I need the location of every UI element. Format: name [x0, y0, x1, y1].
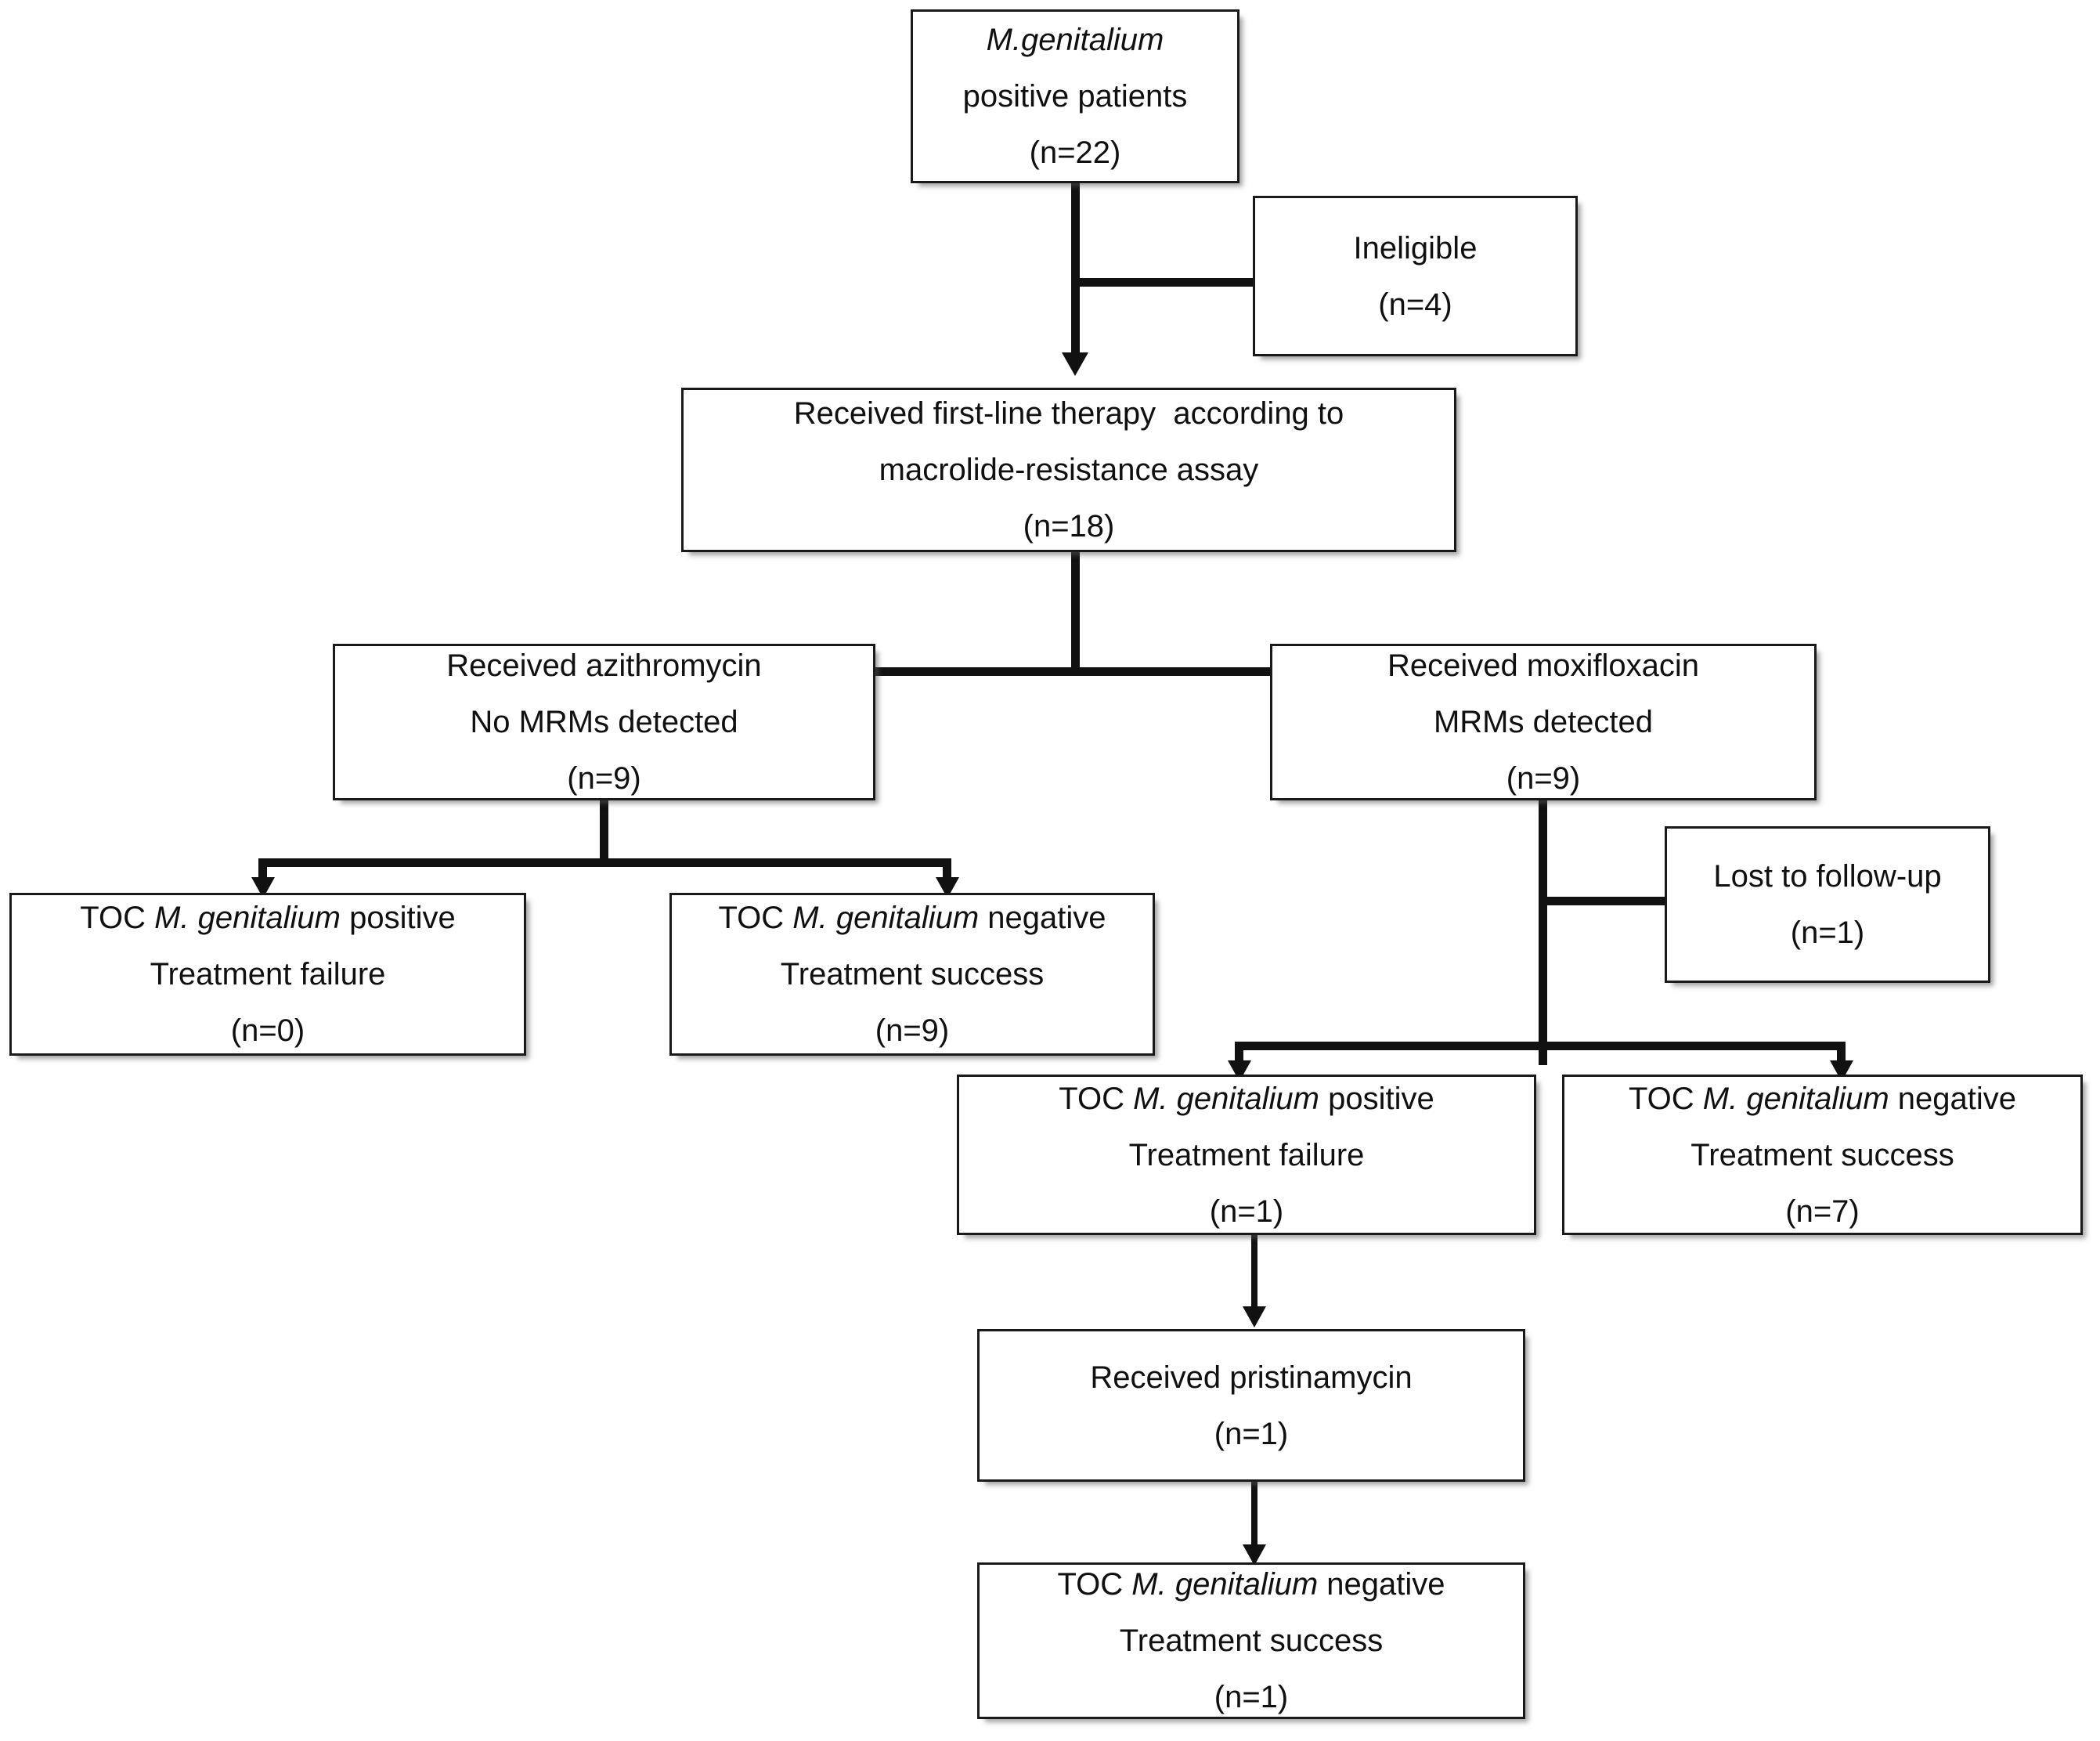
- node-lost-line2: (n=1): [1790, 916, 1865, 950]
- toc-suffix: negative: [1318, 1567, 1445, 1602]
- toc-prefix: TOC: [1057, 1567, 1132, 1602]
- connector-azithromycin-left-drop: [258, 858, 267, 885]
- connector-pristinamycin-to-final: [1251, 1480, 1257, 1559]
- connector-azithromycin-right-drop: [943, 858, 951, 885]
- node-moxi-toc-positive-line2: Treatment failure: [1128, 1137, 1365, 1172]
- node-azi-toc-negative-line2: Treatment success: [780, 957, 1045, 992]
- node-ineligible[interactable]: Ineligible (n=4): [1253, 196, 1578, 356]
- node-final-toc-negative[interactable]: TOC M. genitalium negative Treatment suc…: [977, 1562, 1525, 1719]
- node-moxifloxacin-line2: MRMs detected: [1433, 705, 1654, 739]
- node-ineligible-line2: (n=4): [1378, 287, 1452, 322]
- node-moxi-toc-negative-line3: (n=7): [1785, 1194, 1860, 1229]
- node-final-toc-line2: Treatment success: [1119, 1624, 1384, 1658]
- connector-azithromycin-split-bar: [258, 858, 951, 867]
- node-source-line2: positive patients: [962, 79, 1188, 114]
- node-source-patients[interactable]: M.genitalium positive patients (n=22): [911, 9, 1239, 183]
- connector-moxifloxacin-right-drop: [1837, 1042, 1846, 1068]
- species-italic: M. genitalium: [1702, 1081, 1889, 1116]
- node-received-azithromycin[interactable]: Received azithromycin No MRMs detected (…: [333, 644, 875, 800]
- node-azithromycin-line3: (n=9): [567, 761, 641, 796]
- species-italic: M. genitalium: [1131, 1567, 1319, 1602]
- node-ineligible-line1: Ineligible: [1353, 230, 1478, 265]
- node-azi-toc-positive-line3: (n=0): [230, 1013, 305, 1048]
- node-first-line-therapy[interactable]: Received first-line therapy according to…: [681, 388, 1456, 552]
- arrowhead-to-final-toc: [1243, 1544, 1266, 1566]
- node-firstline-line2: macrolide-resistance assay: [879, 453, 1259, 487]
- node-source-line1: M.genitalium: [986, 23, 1164, 57]
- connector-moxitoc-to-pristinamycin: [1251, 1233, 1257, 1319]
- node-moxifloxacin-line1: Received moxifloxacin: [1387, 648, 1699, 683]
- node-source-line3: (n=22): [1029, 135, 1121, 170]
- node-azi-toc-positive-line1: TOC M. genitalium positive: [4, 890, 532, 946]
- connector-moxifloxacin-split-bar: [1235, 1042, 1846, 1050]
- node-pristinamycin-line2: (n=1): [1214, 1416, 1289, 1451]
- toc-prefix: TOC: [1628, 1081, 1703, 1116]
- arrowhead-to-pristinamycin: [1243, 1306, 1266, 1327]
- arrowhead-to-first-line: [1062, 352, 1088, 376]
- node-pristinamycin-line1: Received pristinamycin: [1090, 1360, 1413, 1395]
- toc-suffix: positive: [340, 901, 456, 935]
- node-azi-toc-positive-line2: Treatment failure: [150, 957, 386, 992]
- node-final-toc-line1: TOC M. genitalium negative: [972, 1556, 1531, 1613]
- node-azi-toc-negative[interactable]: TOC M. genitalium negative Treatment suc…: [669, 893, 1155, 1056]
- toc-suffix: negative: [1889, 1081, 2017, 1116]
- node-firstline-line3: (n=18): [1023, 509, 1115, 544]
- species-italic: M. genitalium: [1133, 1081, 1319, 1116]
- node-received-pristinamycin[interactable]: Received pristinamycin (n=1): [977, 1329, 1525, 1482]
- node-azi-toc-negative-line3: (n=9): [875, 1013, 950, 1048]
- connector-firstline-trunk: [1071, 551, 1080, 676]
- node-moxi-toc-negative-line2: Treatment success: [1690, 1137, 1954, 1172]
- node-moxi-toc-positive[interactable]: TOC M. genitalium positive Treatment fai…: [957, 1075, 1536, 1235]
- connector-source-trunk: [1071, 182, 1080, 362]
- connector-source-to-ineligible: [1071, 278, 1259, 287]
- toc-suffix: positive: [1319, 1081, 1434, 1116]
- node-lost-to-followup[interactable]: Lost to follow-up (n=1): [1665, 826, 1990, 983]
- toc-prefix: TOC: [1059, 1081, 1134, 1116]
- node-moxifloxacin-line3: (n=9): [1506, 761, 1581, 796]
- connector-azithromycin-trunk: [600, 799, 608, 863]
- connector-moxifloxacin-to-lost: [1539, 897, 1683, 905]
- toc-suffix: negative: [979, 901, 1106, 935]
- node-moxi-toc-positive-line3: (n=1): [1209, 1194, 1284, 1229]
- species-italic: M. genitalium: [154, 901, 341, 935]
- toc-prefix: TOC: [718, 901, 793, 935]
- node-moxi-toc-negative[interactable]: TOC M. genitalium negative Treatment suc…: [1562, 1075, 2083, 1235]
- node-azi-toc-negative-line1: TOC M. genitalium negative: [664, 890, 1160, 946]
- node-moxi-toc-negative-line1: TOC M. genitalium negative: [1557, 1071, 2088, 1127]
- node-received-moxifloxacin[interactable]: Received moxifloxacin MRMs detected (n=9…: [1270, 644, 1817, 800]
- node-final-toc-line3: (n=1): [1214, 1680, 1289, 1714]
- node-firstline-line1: Received first-line therapy according to: [793, 396, 1344, 431]
- connector-firstline-split-bar: [595, 667, 1558, 676]
- node-azithromycin-line1: Received azithromycin: [446, 648, 762, 683]
- connector-moxifloxacin-trunk: [1539, 799, 1547, 1065]
- node-azi-toc-positive[interactable]: TOC M. genitalium positive Treatment fai…: [9, 893, 526, 1056]
- connector-moxifloxacin-left-drop: [1235, 1042, 1243, 1068]
- node-lost-line1: Lost to follow-up: [1713, 859, 1942, 894]
- node-azithromycin-line2: No MRMs detected: [470, 705, 738, 739]
- species-italic: M. genitalium: [792, 901, 980, 935]
- toc-prefix: TOC: [80, 901, 155, 935]
- node-moxi-toc-positive-line1: TOC M. genitalium positive: [951, 1071, 1542, 1127]
